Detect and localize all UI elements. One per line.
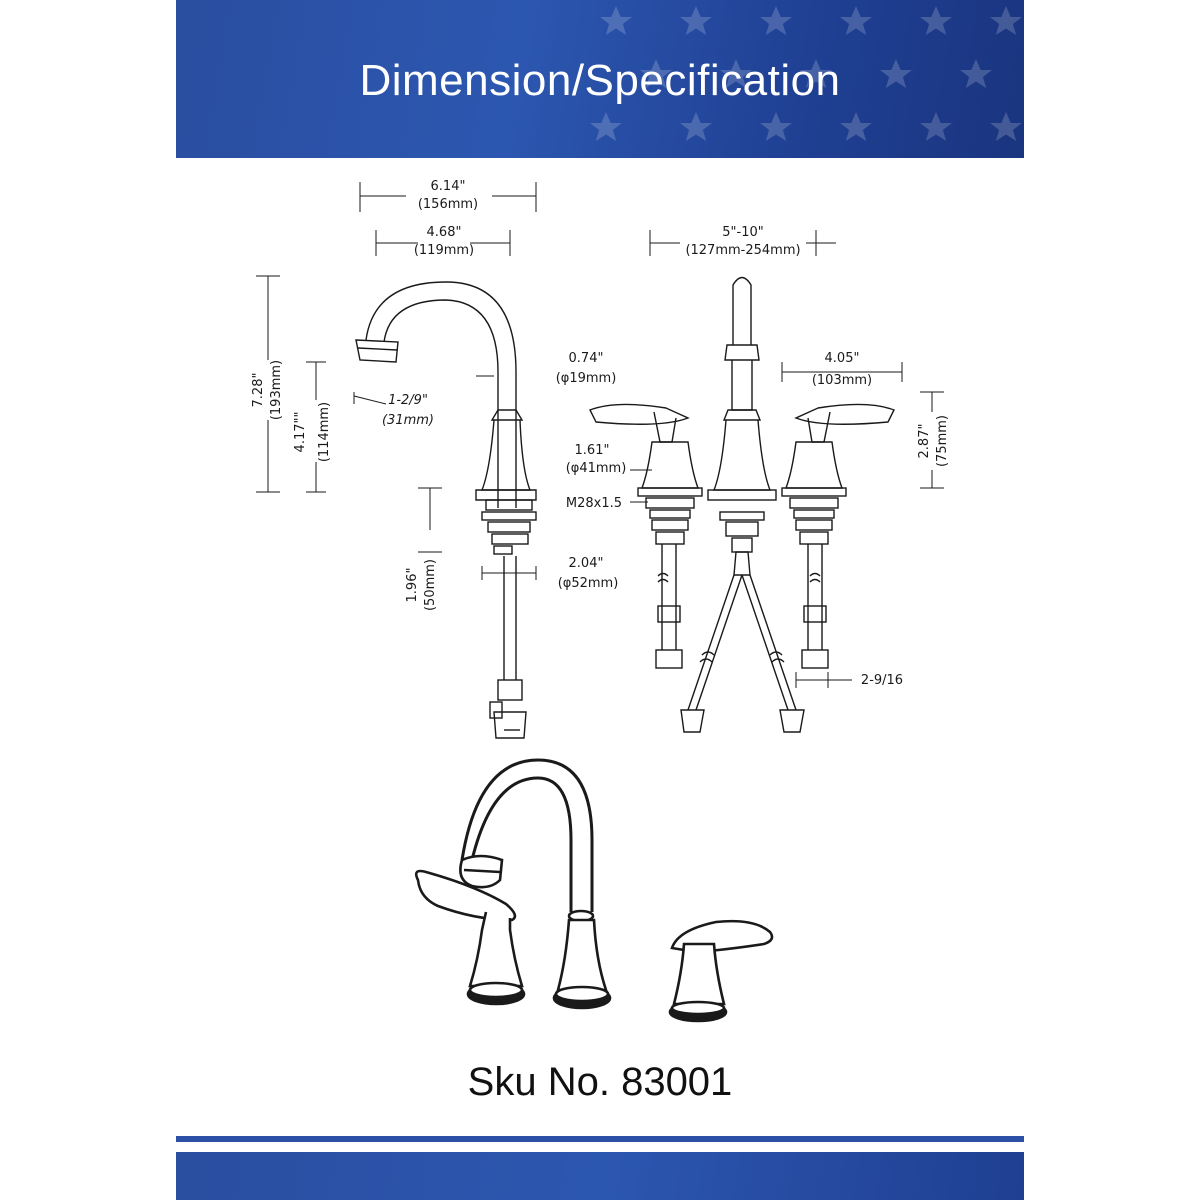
base-diameter-mm: (φ52mm): [558, 576, 619, 591]
aerator-inch: 1-2/9": [388, 393, 428, 408]
spout-reach-mm: (119mm): [414, 243, 474, 258]
spec-sheet: Dimension/Specification: [176, 0, 1024, 1200]
spread-inch: 5"-10": [722, 225, 763, 240]
page-title: Dimension/Specification: [359, 56, 841, 105]
footer-band: [176, 1152, 1024, 1200]
base-diameter-inch: 2.04": [569, 556, 604, 571]
side-view-faucet: [355, 281, 537, 739]
handle-height-inch: 2.87": [917, 424, 932, 459]
header-banner: Dimension/Specification: [176, 0, 1024, 158]
footer-stripe: [176, 1136, 1024, 1142]
dimension-lines: [256, 182, 944, 688]
dimension-labels: 6.14" (156mm) 4.68" (119mm) 5"-10" (127m…: [251, 179, 950, 688]
handle-reach-inch: 4.05": [825, 351, 860, 366]
shank-length-inch: 1.96": [405, 568, 420, 603]
handle-base-inch: 1.61": [575, 443, 610, 458]
handle-reach-mm: (103mm): [812, 373, 872, 388]
hose-connector-size: 2-9/16: [861, 673, 903, 688]
aerator-mm: (31mm): [382, 413, 434, 428]
spout-height-inch: 4.17"": [293, 412, 308, 453]
front-view-faucet: [589, 276, 895, 733]
spout-reach-inch: 4.68": [427, 225, 462, 240]
total-height-mm: (193mm): [269, 360, 284, 420]
spread-mm: (127mm-254mm): [685, 243, 800, 258]
spout-diameter-inch: 0.74": [569, 351, 604, 366]
thread-spec: M28x1.5: [566, 496, 622, 511]
handle-base-mm: (φ41mm): [566, 461, 627, 476]
overall-reach-mm: (156mm): [418, 197, 478, 212]
spout-diameter-mm: (φ19mm): [556, 371, 617, 386]
handle-height-mm: (75mm): [935, 415, 950, 467]
sku-number: Sku No. 83001: [467, 1060, 733, 1104]
shank-length-mm: (50mm): [423, 559, 438, 611]
total-height-inch: 7.28": [251, 373, 266, 408]
technical-drawing: 6.14" (156mm) 4.68" (119mm) 5"-10" (127m…: [251, 179, 950, 1023]
product-outline: [414, 758, 774, 1023]
overall-reach-inch: 6.14": [431, 179, 466, 194]
spout-height-mm: (114mm): [317, 402, 332, 462]
